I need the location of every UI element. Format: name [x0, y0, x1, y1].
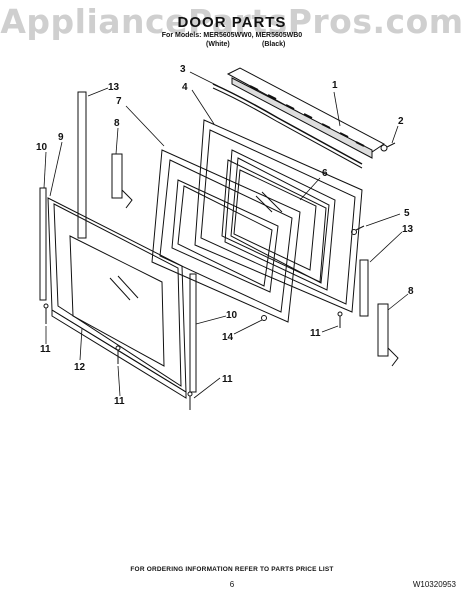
- part-window-pack: [221, 159, 327, 283]
- callout-6: 6: [322, 168, 328, 179]
- callout-14: 14: [222, 332, 234, 343]
- callout-13a: 13: [108, 82, 120, 93]
- variant-white: (White): [206, 41, 230, 48]
- callout-4: 4: [182, 82, 188, 93]
- callout-1: 1: [332, 80, 338, 91]
- part-door-frame: [151, 149, 301, 323]
- callout-8b: 8: [408, 286, 414, 297]
- document-number: W10320953: [412, 580, 456, 589]
- models-line: For Models: MER5605WW0, MER5605WB0: [161, 32, 303, 39]
- callout-5: 5: [404, 208, 410, 219]
- part-outer-door-panel: [47, 197, 187, 393]
- part-door-frame-right: [359, 259, 369, 317]
- callout-11a: 11: [40, 344, 51, 355]
- part-inner-door: [194, 119, 363, 313]
- watermark: AppliancePartsPros.com: [0, 2, 464, 41]
- part-side-trim-left: [39, 187, 47, 301]
- part-bottom-trim: [51, 309, 187, 399]
- part-side-trim-right: [189, 273, 197, 393]
- variant-black: (Black): [262, 41, 286, 48]
- ordering-info: FOR ORDERING INFORMATION REFER TO PARTS …: [130, 566, 334, 573]
- part-hinge-right: [377, 303, 399, 367]
- callout-2: 2: [398, 116, 404, 127]
- page-number: 6: [229, 580, 235, 589]
- part-hinge-left: [111, 153, 133, 209]
- callout-8a: 8: [114, 118, 120, 129]
- part-screw-11b: [115, 345, 121, 364]
- callout-7: 7: [116, 96, 122, 107]
- part-screw-11d: [337, 311, 343, 328]
- callout-11b: 11: [114, 396, 125, 407]
- part-screw-5: [351, 225, 365, 235]
- callout-10b: 10: [226, 310, 238, 321]
- callout-12: 12: [74, 362, 86, 373]
- callout-9: 9: [58, 132, 64, 143]
- part-vent-baffle: [212, 83, 363, 169]
- callout-11c: 11: [222, 374, 233, 385]
- part-vent-trim: [226, 67, 385, 159]
- part-door-frame-left: [77, 91, 87, 239]
- callout-3: 3: [180, 64, 186, 75]
- callout-13b: 13: [402, 224, 414, 235]
- callout-10a: 10: [36, 142, 48, 153]
- page-title: DOOR PARTS: [177, 14, 287, 31]
- part-screw-11a: [43, 303, 49, 324]
- part-screw-11c: [187, 391, 193, 410]
- part-clip-14: [261, 315, 267, 321]
- part-screw-2: [380, 142, 396, 152]
- callout-11d: 11: [310, 328, 321, 339]
